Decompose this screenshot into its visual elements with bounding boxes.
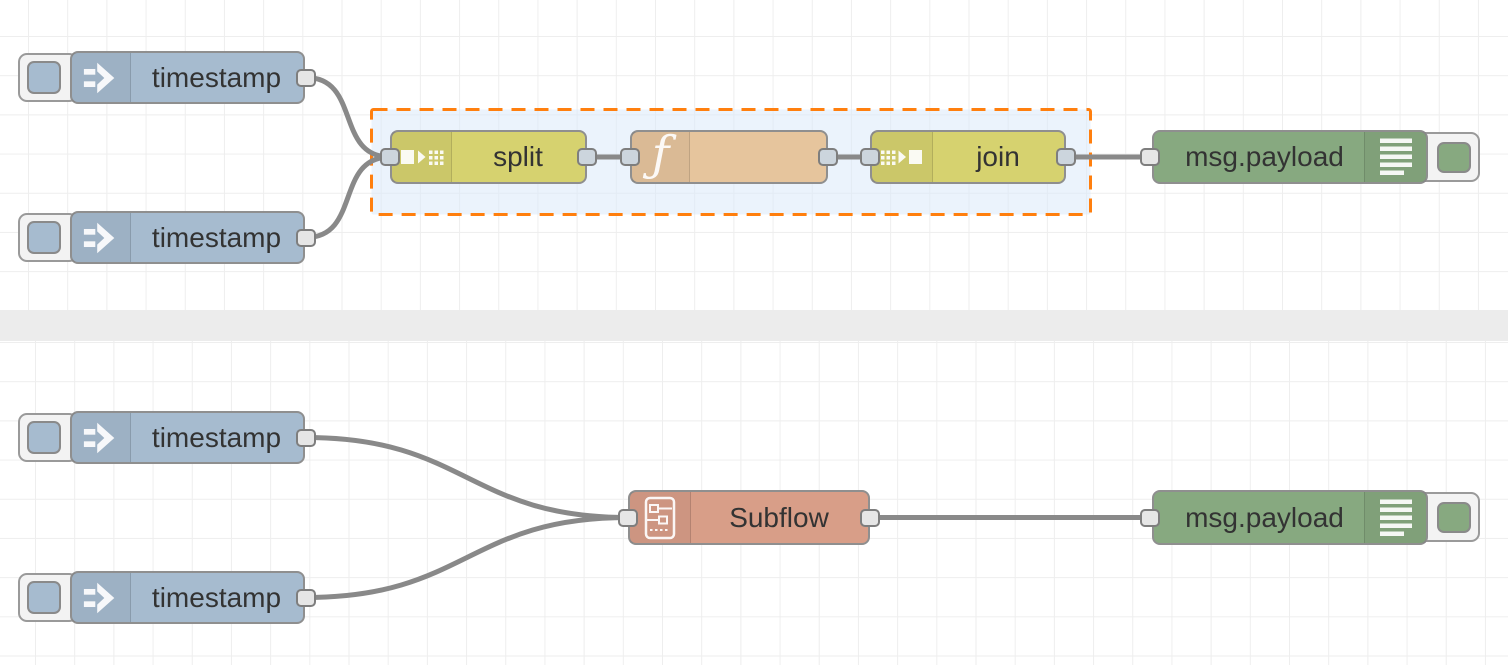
- inject-button-pad[interactable]: [27, 221, 61, 254]
- node-label: [689, 132, 826, 182]
- debug-node[interactable]: msg.payload: [1152, 130, 1428, 184]
- node-label: split: [493, 141, 543, 172]
- split-icon: [392, 132, 452, 182]
- debug-lines-icon: [1364, 492, 1426, 543]
- node-label: timestamp: [151, 221, 282, 253]
- port-out[interactable]: [818, 148, 838, 166]
- join-node[interactable]: join: [870, 130, 1066, 184]
- node-label: msg.payload: [1185, 501, 1344, 533]
- port-out[interactable]: [1056, 148, 1076, 166]
- node-label: timestamp: [151, 421, 282, 453]
- port-in[interactable]: [380, 148, 400, 166]
- port-out[interactable]: [577, 148, 597, 166]
- port-in[interactable]: [1140, 148, 1160, 166]
- debug-toggle-pad[interactable]: [1437, 502, 1471, 533]
- debug-node[interactable]: msg.payload: [1152, 490, 1428, 545]
- inject-node[interactable]: timestamp: [70, 51, 305, 104]
- node-label: join: [976, 141, 1020, 172]
- inject-node[interactable]: timestamp: [70, 211, 305, 264]
- function-node[interactable]: ƒ: [630, 130, 828, 184]
- port-in[interactable]: [620, 148, 640, 166]
- inject-button-pad[interactable]: [27, 421, 61, 454]
- arrow-right-icon: [72, 413, 131, 462]
- subflow-node[interactable]: Subflow: [628, 490, 870, 545]
- wire[interactable]: [303, 515, 631, 600]
- split-node[interactable]: split: [390, 130, 587, 184]
- wire[interactable]: [303, 154, 393, 240]
- subflow-frame-icon: [630, 492, 691, 543]
- arrow-right-icon: [72, 53, 131, 102]
- inject-button-pad[interactable]: [27, 581, 61, 614]
- port-in[interactable]: [1140, 508, 1160, 527]
- debug-lines-icon: [1364, 132, 1426, 182]
- arrow-right-icon: [72, 573, 131, 622]
- port-out[interactable]: [296, 428, 316, 447]
- node-label: msg.payload: [1185, 141, 1344, 172]
- inject-node[interactable]: timestamp: [70, 571, 305, 624]
- port-out[interactable]: [860, 508, 880, 527]
- port-out[interactable]: [296, 588, 316, 607]
- arrow-right-icon: [72, 213, 131, 262]
- function-f-icon: ƒ: [632, 130, 690, 182]
- wire[interactable]: [303, 435, 631, 520]
- wire[interactable]: [303, 75, 393, 160]
- port-out[interactable]: [296, 68, 316, 87]
- inject-button-pad[interactable]: [27, 61, 61, 94]
- join-icon: [872, 132, 933, 182]
- node-label: timestamp: [151, 61, 282, 93]
- debug-toggle-pad[interactable]: [1437, 142, 1471, 173]
- node-label: Subflow: [729, 501, 829, 533]
- section-divider: [0, 310, 1508, 341]
- port-in[interactable]: [860, 148, 880, 166]
- port-out[interactable]: [296, 228, 316, 247]
- port-in[interactable]: [618, 508, 638, 527]
- node-label: timestamp: [151, 581, 282, 613]
- inject-node[interactable]: timestamp: [70, 411, 305, 464]
